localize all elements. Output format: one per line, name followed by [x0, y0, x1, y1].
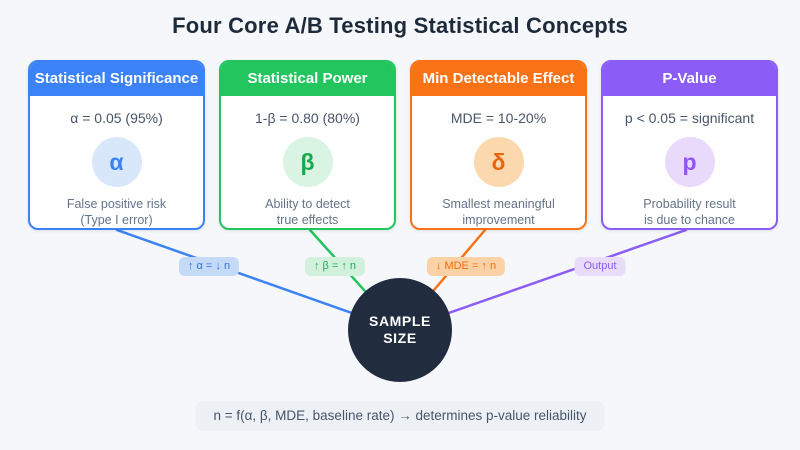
card-description-line: Ability to detect: [265, 197, 350, 211]
card-statistical-significance: Statistical Significance α = 0.05 (95%) …: [28, 60, 205, 230]
card-description-line: Probability result: [643, 197, 736, 211]
diagram-title: Four Core A/B Testing Statistical Concep…: [172, 13, 628, 38]
alpha-symbol: α: [109, 148, 124, 175]
card-value: MDE = 10-20%: [450, 110, 547, 126]
sample-size-label-line1: SAMPLE: [369, 312, 431, 329]
card-title: Statistical Power: [221, 62, 394, 96]
card-description-line: true effects: [276, 212, 339, 227]
card-title: Statistical Significance: [30, 62, 203, 96]
card-body: p < 0.05 = significant p Probability res…: [603, 96, 776, 228]
label-mde-to-n: ↓ MDE = ↑ n: [426, 257, 506, 276]
card-value: p < 0.05 = significant: [624, 110, 755, 126]
beta-symbol-badge: β: [282, 137, 333, 187]
p-symbol: p: [682, 148, 697, 175]
card-body: α = 0.05 (95%) α False positive risk (Ty…: [30, 96, 203, 228]
formula-bar: n = f(α, β, MDE, baseline rate) → determ…: [195, 401, 605, 431]
card-title: Min Detectable Effect: [412, 62, 585, 96]
p-symbol-badge: p: [664, 137, 715, 187]
beta-symbol: β: [300, 148, 315, 175]
card-min-detectable-effect: Min Detectable Effect MDE = 10-20% δ Sma…: [410, 60, 587, 230]
alpha-symbol-badge: α: [91, 137, 142, 187]
label-output: Output: [574, 257, 626, 276]
card-statistical-power: Statistical Power 1-β = 0.80 (80%) β Abi…: [219, 60, 396, 230]
card-description-line: (Type I error): [80, 212, 153, 227]
card-description: Probability result is due to chance: [603, 197, 776, 228]
card-value: α = 0.05 (95%): [70, 110, 163, 126]
card-description-line: is due to chance: [643, 212, 736, 227]
card-body: 1-β = 0.80 (80%) β Ability to detect tru…: [221, 96, 394, 228]
card-description-line: False positive risk: [66, 197, 167, 211]
card-title: P-Value: [603, 62, 776, 96]
concept-cards-row: Statistical Significance α = 0.05 (95%) …: [28, 60, 778, 230]
card-description: False positive risk (Type I error): [30, 197, 203, 228]
label-beta-to-n: ↑ β = ↑ n: [304, 257, 366, 276]
delta-symbol: δ: [491, 148, 506, 175]
sample-size-label-line2: SIZE: [383, 330, 417, 346]
card-p-value: P-Value p < 0.05 = significant p Probabi…: [601, 60, 778, 230]
card-description: Smallest meaningful improvement: [412, 197, 585, 228]
card-description-line: improvement: [462, 212, 535, 227]
card-description: Ability to detect true effects: [221, 197, 394, 228]
card-value: 1-β = 0.80 (80%): [255, 110, 360, 126]
delta-symbol-badge: δ: [473, 137, 524, 187]
card-description-line: Smallest meaningful: [442, 197, 555, 211]
card-body: MDE = 10-20% δ Smallest meaningful impro…: [412, 96, 585, 228]
label-alpha-to-n: ↑ α = ↓ n: [178, 257, 240, 276]
sample-size-node: SAMPLE SIZE: [348, 278, 452, 382]
